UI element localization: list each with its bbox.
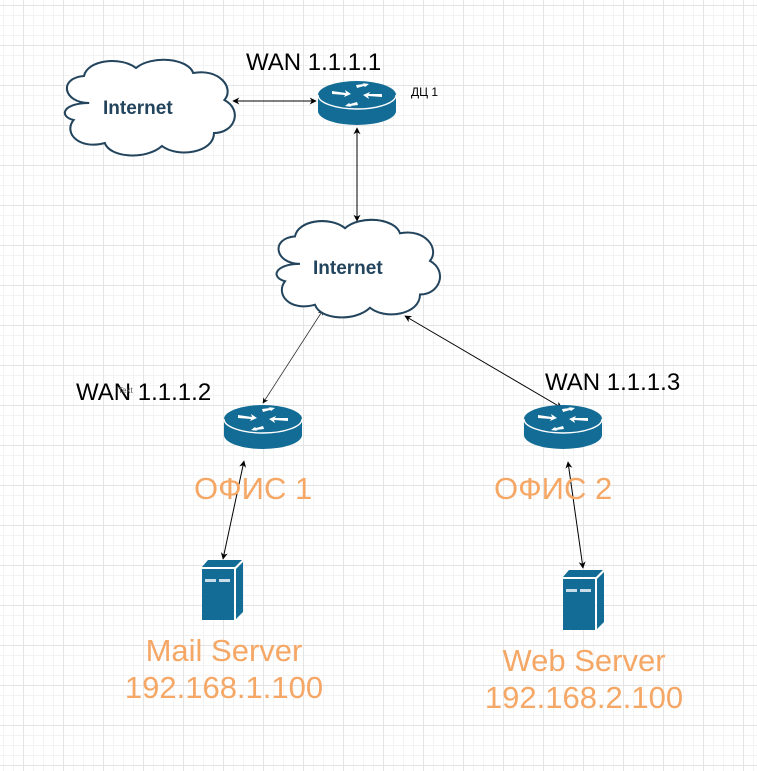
internet-cloud-center-label: Internet bbox=[313, 258, 383, 279]
mail-server-name: Mail Server bbox=[145, 633, 303, 668]
router-dc1-icon[interactable] bbox=[317, 80, 397, 126]
wan-label-office1: WAN 1.1.1.2 bbox=[76, 379, 212, 406]
web-server-ip: 192.168.2.100 bbox=[484, 680, 684, 716]
site-label-office1: ОФИС 1 bbox=[194, 471, 313, 506]
web-server-label: Web Server 192.168.2.100 bbox=[468, 642, 700, 716]
internet-cloud-top-label: Internet bbox=[103, 98, 173, 119]
web-server-icon[interactable] bbox=[562, 569, 605, 631]
mail-server-icon[interactable] bbox=[201, 559, 244, 621]
link-office2-web bbox=[565, 461, 586, 569]
link-internet-office2 bbox=[404, 315, 563, 409]
mail-server-label: Mail Server 192.168.1.100 bbox=[108, 632, 340, 706]
router-office1-icon[interactable] bbox=[223, 404, 303, 450]
web-server-name: Web Server bbox=[502, 643, 666, 678]
wan-label-dc1: WAN 1.1.1.1 bbox=[246, 49, 382, 76]
overlay-text-office1: Text bbox=[118, 386, 133, 395]
site-label-office2: ОФИС 2 bbox=[494, 471, 613, 506]
link-office1-mail bbox=[220, 460, 247, 560]
wan-label-office2: WAN 1.1.1.3 bbox=[545, 369, 681, 396]
mail-server-ip: 192.168.1.100 bbox=[124, 670, 324, 706]
link-internet-office1 bbox=[262, 309, 324, 404]
site-label-dc1: ДЦ 1 bbox=[411, 85, 439, 99]
router-office2-icon[interactable] bbox=[523, 404, 603, 450]
